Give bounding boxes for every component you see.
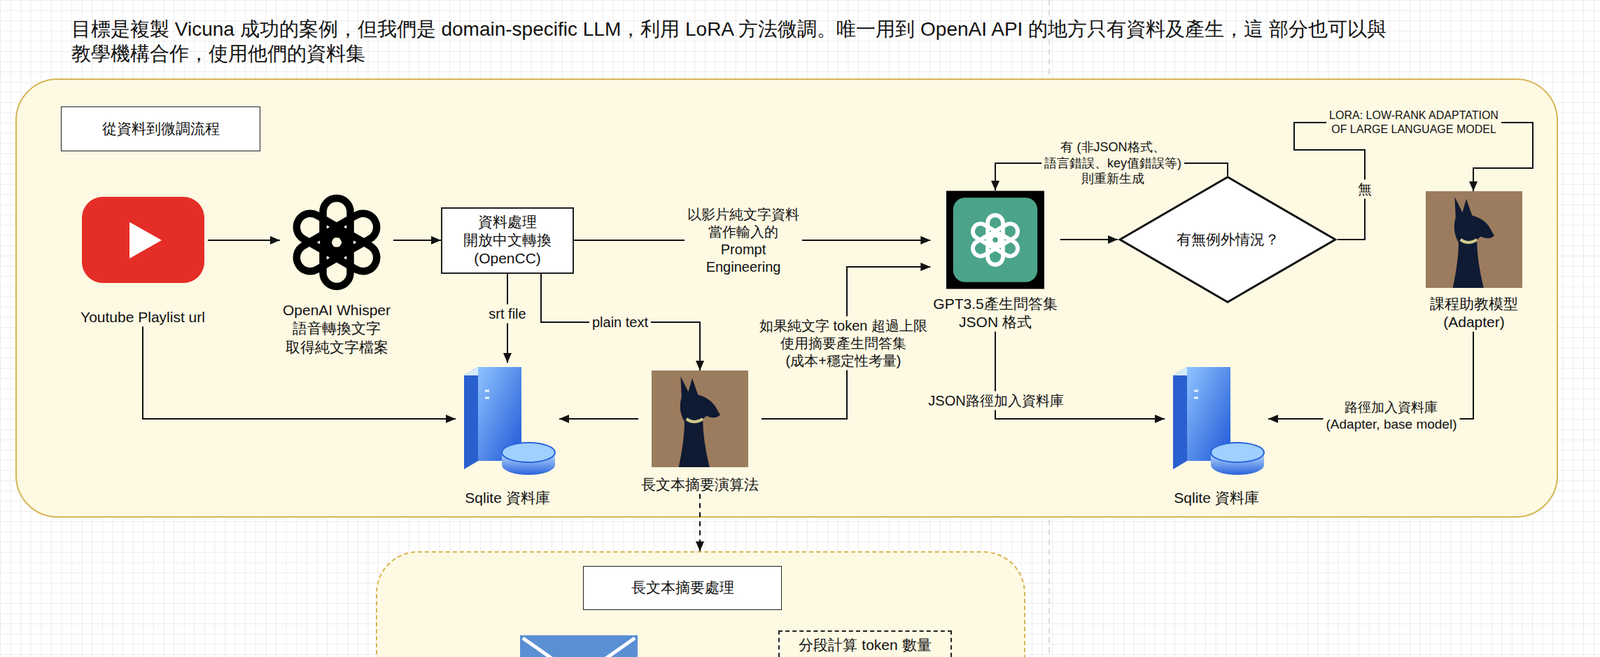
band-heading-box: 長文本摘要處理 bbox=[583, 565, 782, 610]
llama-collar bbox=[686, 418, 703, 422]
oai-icon bbox=[284, 188, 390, 296]
db-side bbox=[1173, 366, 1188, 469]
edge-label-text: 以影片純文字資料 當作輸入的 Prompt Engineering bbox=[687, 205, 800, 276]
process-text: 資料處理 開放中文轉換 (OpenCC) bbox=[463, 212, 552, 269]
edge-label: JSON路徑加入資料庫 bbox=[925, 391, 1066, 411]
icon-caption-row: Youtube Playlist url bbox=[77, 307, 208, 327]
edge-label: 路徑加入資料庫 (Adapter, base model) bbox=[1323, 398, 1461, 434]
edge-label: 如果純文字 token 超過上限 使用摘要產生問答集 (成本+穩定性考量) bbox=[756, 316, 931, 371]
edge-label-text: 如果純文字 token 超過上限 使用摘要產生問答集 (成本+穩定性考量) bbox=[759, 317, 928, 370]
icon-node: OpenAI Whisper 語音轉換文字 取得純文字檔案 bbox=[279, 188, 394, 357]
db-slot bbox=[1194, 389, 1199, 392]
envelope-body bbox=[520, 634, 638, 657]
logo-loop bbox=[291, 208, 351, 259]
connector bbox=[699, 493, 701, 551]
icon-caption-row: Sqlite 資料庫 bbox=[455, 488, 560, 507]
connector bbox=[1060, 238, 1118, 241]
edge-label-text: srt file bbox=[488, 305, 526, 323]
dashed-box-text: 分段計算 token 數量 bbox=[798, 635, 931, 654]
connector bbox=[541, 273, 700, 371]
llama-silhouette bbox=[1453, 196, 1495, 288]
icon-caption: Sqlite 資料庫 bbox=[1173, 488, 1259, 507]
llama-icon bbox=[650, 370, 749, 467]
icon-caption: Sqlite 資料庫 bbox=[464, 488, 550, 507]
edge-label: plain text bbox=[589, 312, 651, 332]
icon-caption: GPT3.5產生問答集 JSON 格式 bbox=[932, 294, 1057, 332]
icon-caption-row: 課程助教模型 (Adapter) bbox=[1422, 294, 1526, 332]
note-text: LORA: LOW-RANK ADAPTATION OF LARGE LANGU… bbox=[1329, 108, 1499, 137]
llama-collar bbox=[1460, 239, 1477, 243]
connector bbox=[1294, 122, 1533, 240]
decision-text: 有無例外情況？ bbox=[1176, 230, 1280, 249]
llama-silhouette bbox=[678, 375, 721, 467]
edge-label-text: 有 (非JSON格式、 語言錯誤、key值錯誤等) 則重新生成 bbox=[1044, 139, 1182, 187]
subprocess-band: 長文本摘要處理分段計算 token 數量 bbox=[375, 550, 1026, 657]
icon-node: GPT3.5產生問答集 JSON 格式 bbox=[930, 190, 1060, 332]
icon-node: Youtube Playlist url bbox=[77, 196, 208, 327]
logo-knot bbox=[291, 198, 383, 287]
db-icon bbox=[1167, 362, 1266, 476]
connector bbox=[142, 326, 456, 419]
gpt-frame bbox=[946, 191, 1045, 290]
connector bbox=[559, 417, 639, 420]
process-box: 資料處理 開放中文轉換 (OpenCC) bbox=[440, 207, 574, 274]
icon-node: 課程助教模型 (Adapter) bbox=[1422, 191, 1526, 332]
process-band: 從資料到微調流程 Youtube Playlist url OpenAI Whisp… bbox=[15, 78, 1559, 518]
icon-caption-row: 長文本摘要演算法 bbox=[638, 475, 762, 494]
icon-node: Sqlite 資料庫 bbox=[1164, 362, 1269, 507]
db-disk-top bbox=[1210, 442, 1265, 462]
edge-label-text: 無 bbox=[1357, 180, 1372, 199]
icon-caption-row: GPT3.5產生問答集 JSON 格式 bbox=[930, 294, 1060, 332]
yt-play bbox=[129, 221, 162, 259]
envelope-icon bbox=[520, 634, 638, 657]
band-heading: 從資料到微調流程 bbox=[102, 119, 220, 138]
edge-label: 以影片純文字資料 當作輸入的 Prompt Engineering bbox=[684, 205, 803, 277]
note-label: LORA: LOW-RANK ADAPTATION OF LARGE LANGU… bbox=[1326, 107, 1502, 138]
band-heading: 長文本摘要處理 bbox=[631, 578, 735, 597]
icon-caption: 課程助教模型 (Adapter) bbox=[1429, 294, 1519, 332]
logo-loop bbox=[970, 220, 1003, 249]
gpt-tile bbox=[953, 197, 1038, 282]
decision-diamond: 有無例外情況？ bbox=[1117, 175, 1338, 304]
gpt-icon bbox=[946, 190, 1045, 290]
db-slot bbox=[1194, 396, 1199, 399]
db-side bbox=[464, 366, 479, 469]
icon-caption: OpenAI Whisper 語音轉換文字 取得純文字檔案 bbox=[282, 300, 391, 357]
logo-knot bbox=[970, 214, 1021, 265]
edge-label-text: plain text bbox=[592, 313, 649, 332]
edge-label-text: 路徑加入資料庫 (Adapter, base model) bbox=[1326, 398, 1458, 433]
icon-node: 長文本摘要演算法 bbox=[638, 370, 762, 494]
connector bbox=[393, 239, 441, 241]
edge-label: 有 (非JSON格式、 語言錯誤、key值錯誤等) 則重新生成 bbox=[1041, 138, 1185, 188]
title-area: 目標是複製 Vicuna 成功的案例，但我們是 domain-specific … bbox=[71, 16, 1388, 66]
icon-caption-row: Sqlite 資料庫 bbox=[1164, 488, 1269, 507]
connector bbox=[207, 239, 280, 241]
icon-node: Sqlite 資料庫 bbox=[455, 362, 560, 507]
icon-caption: 長文本摘要演算法 bbox=[641, 475, 759, 494]
diamond-shape bbox=[1119, 177, 1336, 302]
icon-caption-row: OpenAI Whisper 語音轉換文字 取得純文字檔案 bbox=[279, 300, 394, 357]
edge-label: srt file bbox=[485, 304, 529, 324]
db-slot bbox=[485, 389, 490, 392]
db-slot bbox=[485, 396, 490, 399]
edge-label-text: JSON路徑加入資料庫 bbox=[928, 391, 1064, 410]
llama-bg bbox=[651, 370, 749, 467]
icon-caption: Youtube Playlist url bbox=[80, 307, 206, 327]
dashed-box: 分段計算 token 數量 bbox=[778, 629, 952, 657]
db-disk-top bbox=[501, 442, 556, 462]
llama-bg bbox=[1425, 191, 1523, 288]
db-icon bbox=[458, 362, 557, 476]
band-heading-box: 從資料到微調流程 bbox=[60, 106, 261, 152]
edge-label: 無 bbox=[1355, 179, 1375, 199]
diagram-title: 目標是複製 Vicuna 成功的案例，但我們是 domain-specific … bbox=[71, 16, 1388, 66]
envelope-flap bbox=[522, 637, 635, 657]
llama-icon bbox=[1425, 191, 1523, 288]
yt-body bbox=[81, 196, 205, 283]
yt-icon bbox=[81, 196, 205, 283]
